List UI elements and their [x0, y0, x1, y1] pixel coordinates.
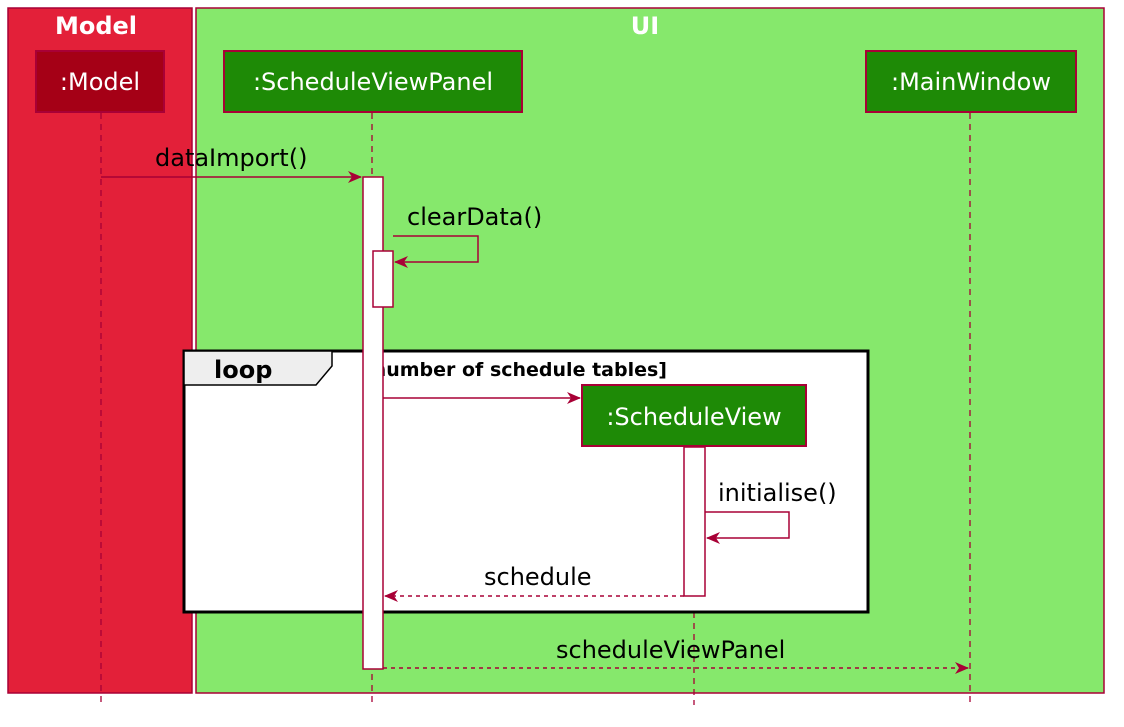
participant-main-window-label: :MainWindow	[891, 68, 1051, 96]
message-clear-data-arrow	[393, 235, 479, 268]
return-schedule-label: schedule	[484, 563, 592, 591]
participant-model-box[interactable]	[35, 50, 165, 113]
message-data-import-label: dataImport()	[155, 144, 307, 172]
participant-schedule-view-panel-label: :ScheduleViewPanel	[253, 68, 493, 96]
participant-main-window-box[interactable]	[865, 50, 1077, 113]
loop-tab-label: loop	[214, 356, 272, 384]
loop-frame-tab	[183, 350, 333, 386]
activation-schedule-view	[683, 446, 706, 597]
participant-schedule-view-box[interactable]	[581, 384, 807, 447]
participant-schedule-view-label: :ScheduleView	[606, 403, 781, 431]
message-clear-data-label: clearData()	[407, 203, 542, 231]
activation-clear-data	[372, 250, 394, 308]
message-initialise-arrow	[705, 511, 790, 544]
ui-group-title: UI	[631, 12, 659, 40]
participant-model-label: :Model	[60, 68, 140, 96]
model-group-box	[7, 7, 193, 694]
loop-guard: [number of schedule tables]	[364, 359, 667, 381]
message-initialise-label: initialise()	[718, 479, 837, 507]
return-schedule-view-panel-label: scheduleViewPanel	[556, 636, 785, 664]
participant-schedule-view-panel-box[interactable]	[223, 50, 523, 113]
model-group-title: Model	[55, 12, 137, 40]
